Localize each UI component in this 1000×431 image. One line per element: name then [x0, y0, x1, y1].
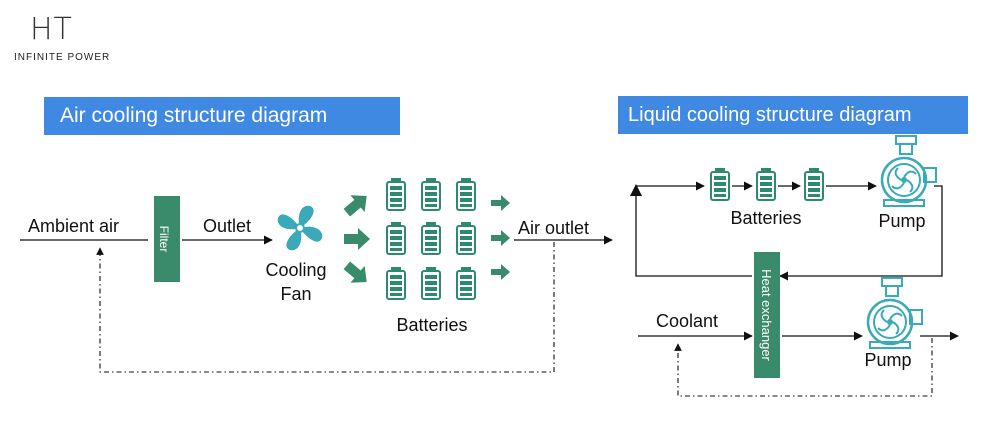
fan-label-line1: Cooling	[265, 260, 326, 280]
pump-bottom-label: Pump	[864, 350, 911, 370]
filter-box	[154, 196, 180, 282]
air-recirculation-loop	[96, 242, 555, 373]
pump-icon	[866, 276, 924, 350]
heat-exchanger-box	[754, 252, 780, 378]
battery-icon	[710, 167, 730, 201]
coolant-label: Coolant	[656, 311, 718, 331]
exit-arrow-middle	[491, 230, 510, 246]
pump-top-label: Pump	[878, 211, 925, 231]
airflow-arrow-middle	[344, 228, 370, 250]
airflow-arrow-up	[343, 195, 367, 217]
battery-icon	[756, 167, 776, 201]
battery-icon	[456, 221, 476, 255]
arrow-icon	[630, 184, 642, 196]
top-loop-return	[635, 181, 752, 277]
air-cooling-title: Air cooling structure diagram	[44, 97, 400, 135]
exit-arrow-bottom	[491, 264, 510, 280]
pump-icon	[880, 134, 938, 208]
heat-exchanger-label: Heat exchanger	[759, 269, 774, 361]
battery-icon	[421, 221, 441, 255]
battery-icon	[386, 221, 406, 255]
liquid-cooling-title: Liquid cooling structure diagram	[618, 96, 968, 134]
outlet-label: Outlet	[203, 216, 251, 236]
air-battery-grid	[386, 177, 476, 300]
exit-arrow-top	[491, 195, 510, 211]
air-batteries-label: Batteries	[396, 315, 467, 335]
liquid-batteries-label: Batteries	[730, 208, 801, 228]
ambient-air-label: Ambient air	[28, 216, 119, 236]
logo-mark: HT	[30, 12, 73, 47]
battery-icon	[421, 266, 441, 300]
battery-icon	[421, 177, 441, 211]
logo-tagline: INFINITE POWER	[14, 52, 111, 63]
fan-label-line2: Fan	[280, 284, 311, 304]
battery-icon	[386, 266, 406, 300]
coolant-recirculation-loop	[674, 338, 933, 397]
air-outlet-label: Air outlet	[518, 218, 589, 238]
top-loop-to-exchanger	[779, 185, 943, 281]
battery-icon	[386, 177, 406, 211]
filter-label: Filter	[157, 226, 171, 253]
battery-icon	[456, 266, 476, 300]
fan-icon	[277, 205, 323, 251]
battery-icon	[456, 177, 476, 211]
airflow-arrow-down	[343, 261, 367, 283]
battery-icon	[804, 167, 824, 201]
